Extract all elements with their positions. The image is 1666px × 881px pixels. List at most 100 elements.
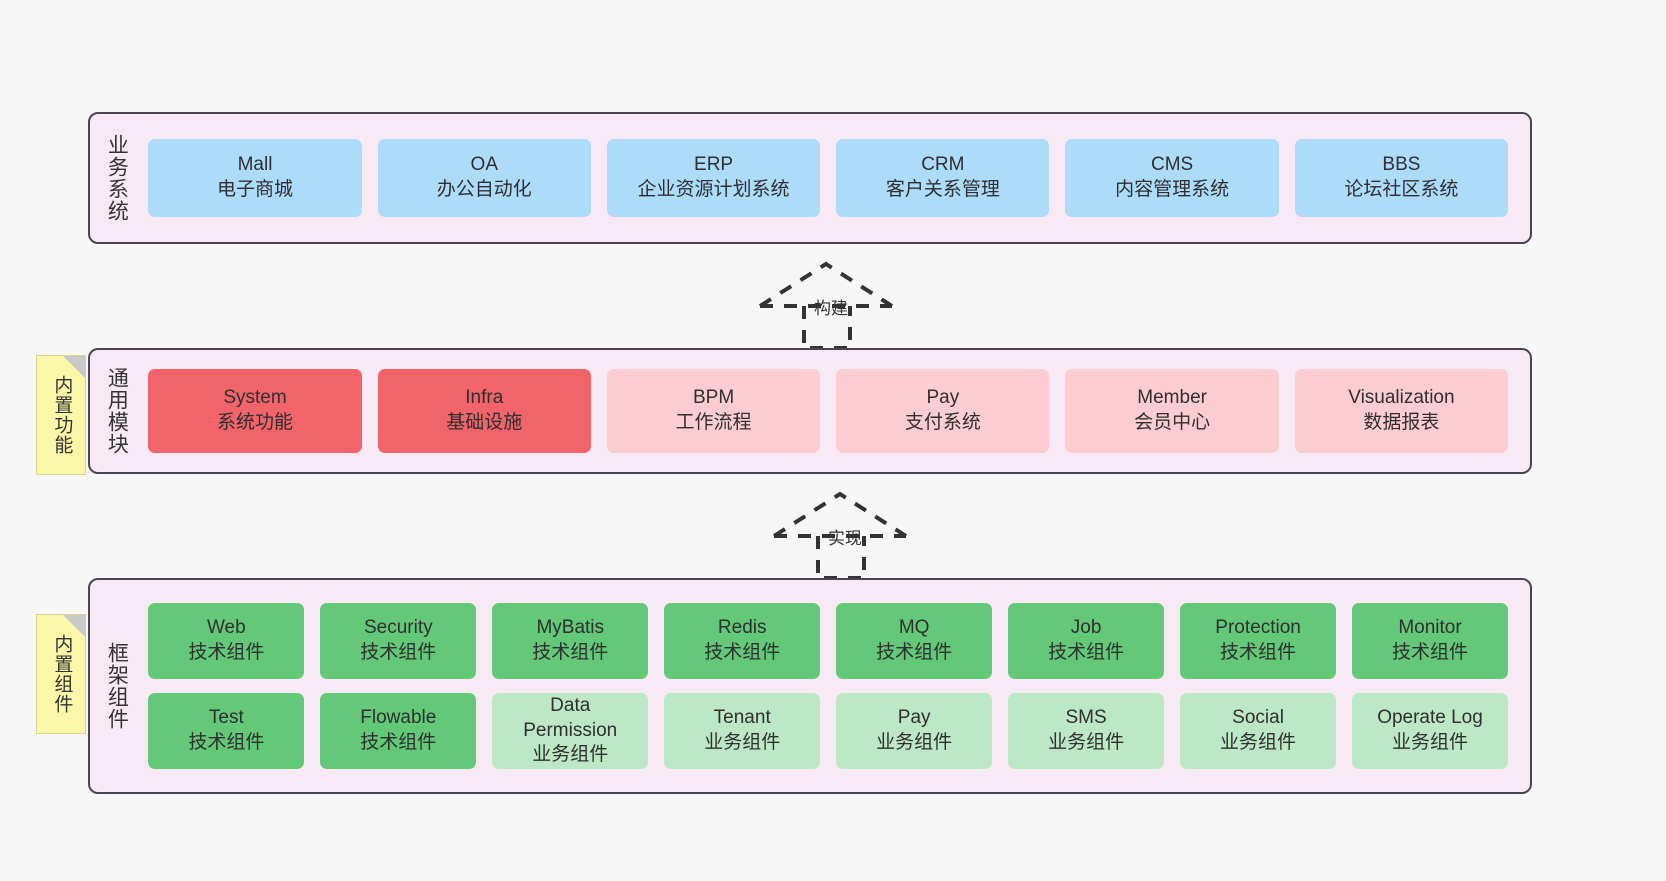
card-visualization-desc: 数据报表	[1363, 412, 1440, 433]
layer-title-business-system: 业务系统	[105, 134, 129, 222]
module-card-list: System 系统功能 Infra 基础设施 BPM 工作流程 Pay 支付系统…	[134, 350, 1530, 472]
card-social-desc: 业务组件	[1220, 732, 1297, 753]
card-tenant-desc: 业务组件	[704, 732, 781, 753]
card-protection-desc: 技术组件	[1220, 642, 1297, 663]
card-data-permission-desc: 业务组件	[532, 744, 609, 766]
card-social-name: Social	[1232, 707, 1284, 729]
card-visualization[interactable]: Visualization 数据报表	[1294, 369, 1509, 453]
card-job[interactable]: Job 技术组件	[1008, 603, 1165, 679]
note-fold-corner-icon	[63, 356, 85, 378]
card-mall-desc: 电子商城	[216, 179, 293, 200]
card-system-name: System	[223, 387, 287, 409]
card-mybatis[interactable]: MyBatis 技术组件	[492, 603, 649, 679]
card-infra-name: Infra	[465, 387, 504, 409]
card-oa[interactable]: OA 办公自动化	[377, 139, 591, 217]
card-security-desc: 技术组件	[360, 642, 437, 663]
card-crm-name: CRM	[921, 154, 965, 176]
framework-card-grid: Web 技术组件 Security 技术组件 MyBatis 技术组件 Redi…	[134, 580, 1530, 792]
card-data-permission-name: Data Permission	[523, 694, 618, 741]
card-tenant-name: Tenant	[713, 707, 771, 729]
card-redis-name: Redis	[717, 617, 767, 639]
card-infra-desc: 基础设施	[446, 412, 523, 433]
card-bpm[interactable]: BPM 工作流程	[606, 369, 821, 453]
card-protection-name: Protection	[1215, 617, 1301, 639]
card-bbs[interactable]: BBS 论坛社区系统	[1294, 139, 1509, 217]
card-pay-module-name: Pay	[926, 387, 960, 409]
card-job-name: Job	[1070, 617, 1102, 639]
card-oa-name: OA	[470, 154, 498, 176]
card-cms[interactable]: CMS 内容管理系统	[1065, 139, 1279, 217]
card-sms-desc: 业务组件	[1048, 732, 1125, 753]
card-sms-name: SMS	[1065, 707, 1107, 729]
card-job-desc: 技术组件	[1048, 642, 1125, 663]
card-redis-desc: 技术组件	[704, 642, 781, 663]
card-operate-log-desc: 业务组件	[1392, 732, 1469, 753]
card-operate-log[interactable]: Operate Log 业务组件	[1352, 693, 1508, 769]
card-monitor-desc: 技术组件	[1392, 642, 1469, 663]
card-monitor-name: Monitor	[1398, 617, 1462, 639]
card-cms-name: CMS	[1151, 154, 1194, 176]
card-mq-name: MQ	[898, 617, 930, 639]
layer-title-framework-components: 框架组件	[105, 642, 129, 730]
card-security-name: Security	[363, 617, 433, 639]
card-crm-desc: 客户关系管理	[885, 179, 1000, 200]
layer-title-common-modules: 通用模块	[105, 367, 129, 455]
business-card-list: Mall 电子商城 OA 办公自动化 ERP 企业资源计划系统 CRM 客户关系…	[134, 114, 1530, 242]
card-mall-name: Mall	[237, 154, 273, 176]
card-system[interactable]: System 系统功能	[148, 369, 362, 453]
note-builtin-components: 内置组件	[36, 614, 86, 734]
card-security[interactable]: Security 技术组件	[320, 603, 477, 679]
card-infra[interactable]: Infra 基础设施	[377, 369, 591, 453]
card-crm[interactable]: CRM 客户关系管理	[836, 139, 1050, 217]
card-mq[interactable]: MQ 技术组件	[836, 603, 993, 679]
card-redis[interactable]: Redis 技术组件	[664, 603, 821, 679]
card-oa-desc: 办公自动化	[436, 179, 532, 200]
card-visualization-name: Visualization	[1348, 387, 1455, 409]
card-web-desc: 技术组件	[188, 642, 265, 663]
card-test[interactable]: Test 技术组件	[148, 693, 305, 769]
card-erp[interactable]: ERP 企业资源计划系统	[606, 139, 821, 217]
card-bpm-name: BPM	[692, 387, 735, 409]
connector-build: 构建	[758, 258, 938, 350]
card-mybatis-name: MyBatis	[536, 617, 605, 639]
card-data-permission[interactable]: Data Permission 业务组件	[492, 693, 649, 769]
card-mq-desc: 技术组件	[876, 642, 953, 663]
card-erp-desc: 企业资源计划系统	[637, 179, 790, 200]
card-bpm-desc: 工作流程	[675, 412, 752, 433]
card-pay-component-name: Pay	[897, 707, 931, 729]
connector-implement: 实现	[772, 488, 952, 580]
card-pay-component-desc: 业务组件	[876, 732, 953, 753]
note-builtin-features-label: 内置功能	[51, 375, 73, 455]
note-builtin-components-label: 内置组件	[51, 634, 73, 714]
note-builtin-features: 内置功能	[36, 355, 86, 475]
card-pay-module-desc: 支付系统	[904, 412, 981, 433]
card-member-desc: 会员中心	[1134, 412, 1211, 433]
card-mall[interactable]: Mall 电子商城	[148, 139, 362, 217]
card-web-name: Web	[206, 617, 246, 639]
layer-business-system: 业务系统 Mall 电子商城 OA 办公自动化 ERP 企业资源计划系统 CRM…	[88, 112, 1532, 244]
card-protection[interactable]: Protection 技术组件	[1180, 603, 1337, 679]
card-monitor[interactable]: Monitor 技术组件	[1352, 603, 1508, 679]
connector-implement-label: 实现	[828, 529, 862, 548]
card-system-desc: 系统功能	[216, 412, 293, 433]
card-flowable-name: Flowable	[360, 707, 437, 729]
card-sms[interactable]: SMS 业务组件	[1008, 693, 1165, 769]
connector-build-label: 构建	[814, 299, 848, 318]
card-social[interactable]: Social 业务组件	[1180, 693, 1337, 769]
card-flowable[interactable]: Flowable 技术组件	[320, 693, 477, 769]
layer-common-modules: 通用模块 System 系统功能 Infra 基础设施 BPM 工作流程 Pay…	[88, 348, 1532, 474]
card-pay-component[interactable]: Pay 业务组件	[836, 693, 993, 769]
card-web[interactable]: Web 技术组件	[148, 603, 305, 679]
card-mybatis-desc: 技术组件	[532, 642, 609, 663]
card-pay-module[interactable]: Pay 支付系统	[836, 369, 1050, 453]
card-flowable-desc: 技术组件	[360, 732, 437, 753]
card-tenant[interactable]: Tenant 业务组件	[664, 693, 821, 769]
card-erp-name: ERP	[694, 154, 734, 176]
layer-framework-components: 框架组件 Web 技术组件 Security 技术组件 MyBatis 技术组件…	[88, 578, 1532, 794]
connector-implement-shape	[772, 491, 908, 580]
card-bbs-name: BBS	[1382, 154, 1421, 176]
framework-row-technical: Web 技术组件 Security 技术组件 MyBatis 技术组件 Redi…	[140, 603, 1516, 679]
card-operate-log-name: Operate Log	[1377, 707, 1483, 729]
card-member[interactable]: Member 会员中心	[1065, 369, 1279, 453]
card-member-name: Member	[1137, 387, 1207, 409]
